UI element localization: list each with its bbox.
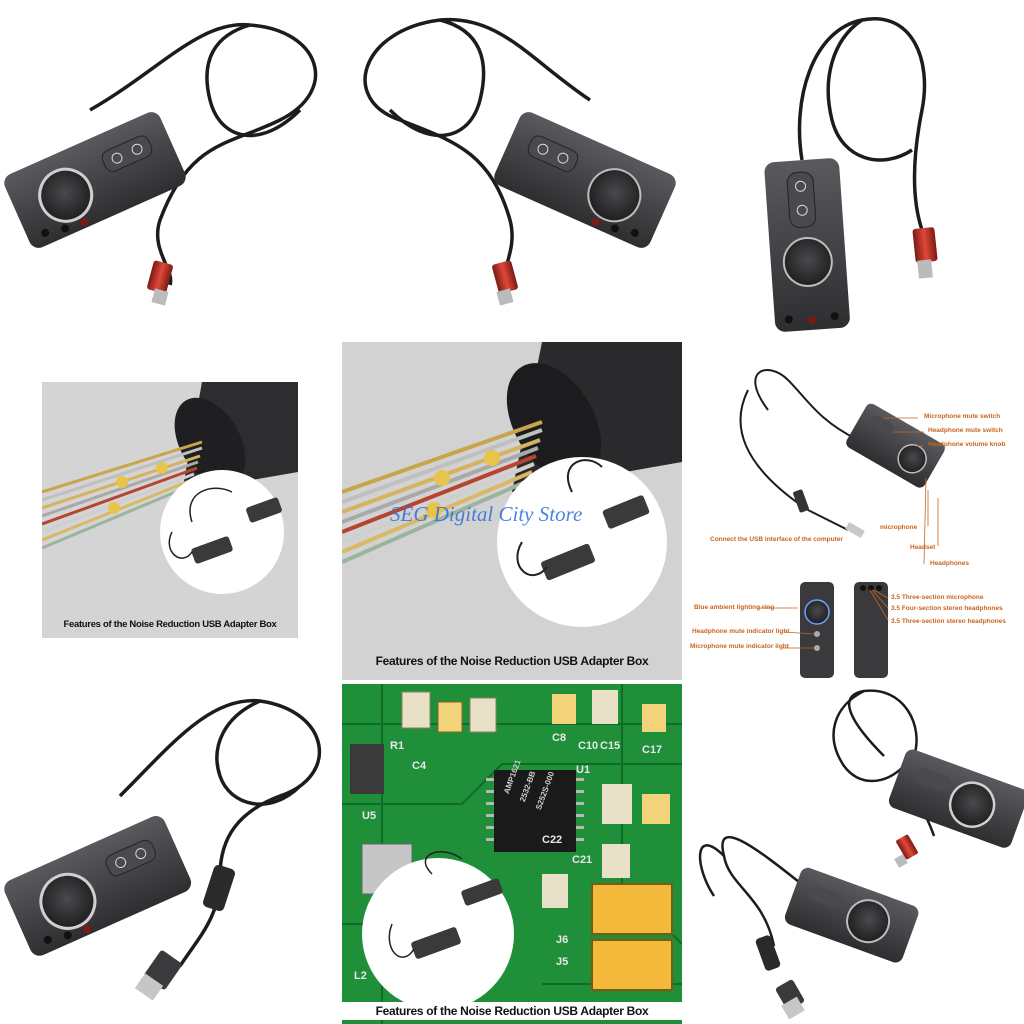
- label-usb-interface: Connect the USB interface of the compute…: [710, 536, 843, 543]
- label-headphone-volume-knob: Headphone volume knob: [928, 441, 1006, 448]
- product-photo-4: [0, 686, 340, 1024]
- label-blue-ring: Blue ambient lighting ring: [694, 604, 775, 611]
- cable-feature-photo-1: Features of the Noise Reduction USB Adap…: [42, 382, 298, 638]
- feature-caption: Features of the Noise Reduction USB Adap…: [375, 654, 649, 668]
- pcb-marking: U5: [362, 810, 377, 822]
- product-photo-2: [340, 0, 680, 330]
- label-mic-mute-switch: Microphone mute switch: [924, 413, 1001, 420]
- pcb-marking: U1: [576, 764, 591, 776]
- feature-diagram: Microphone mute switch Headphone mute sw…: [688, 350, 1024, 686]
- pcb-marking: C4: [412, 760, 427, 772]
- label-microphone: microphone: [880, 524, 918, 531]
- label-mic-mute-light: Microphone mute indicator light: [690, 643, 789, 650]
- pcb-marking: C10: [578, 740, 599, 752]
- label-four-section-headphones: 3.5 Four-section stereo headphones: [891, 605, 1003, 612]
- label-three-section-headphones: 3.5 Three-section stereo headphones: [891, 618, 1006, 625]
- label-headset: Headset: [910, 544, 936, 551]
- feature-caption: Features of the Noise Reduction USB Adap…: [342, 1002, 682, 1020]
- label-three-section-mic: 3.5 Three-section microphone: [891, 594, 984, 601]
- store-watermark: SEG Digital City Store: [390, 502, 583, 526]
- pcb-marking: C22: [542, 834, 563, 846]
- pcb-marking: J6: [556, 934, 569, 946]
- product-photo-5: [684, 686, 1024, 1024]
- pcb-marking: L2: [354, 970, 367, 982]
- label-headphones: Headphones: [930, 560, 970, 567]
- pcb-marking: R1: [390, 740, 405, 752]
- pcb-marking: J5: [556, 956, 569, 968]
- pcb-marking: C21: [572, 854, 593, 866]
- feature-caption: Features of the Noise Reduction USB Adap…: [63, 619, 277, 630]
- pcb-feature-photo: AMP1621 2532-BB S252S-000 R1 C4 U5 C22 C…: [342, 684, 682, 1024]
- product-photo-3: [682, 0, 1024, 340]
- pcb-marking: C15: [600, 740, 621, 752]
- cable-feature-photo-2: SEG Digital City Store Features of the N…: [342, 342, 682, 680]
- label-headphone-mute-light: Headphone mute indicator light: [692, 628, 790, 635]
- pcb-marking: C8: [552, 732, 567, 744]
- product-photo-1: [0, 0, 340, 330]
- pcb-marking: C17: [642, 744, 663, 756]
- label-headphone-mute-switch: Headphone mute switch: [928, 427, 1003, 434]
